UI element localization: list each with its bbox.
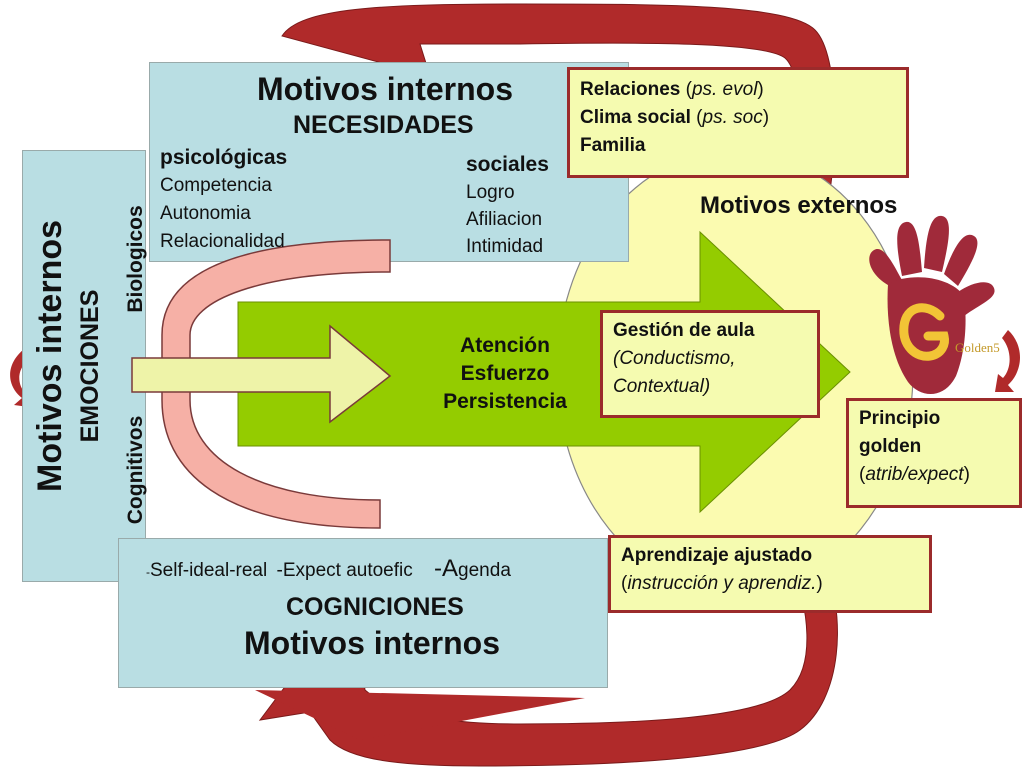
gestion-title: Gestión de aula xyxy=(613,320,755,341)
cogniciones-subtitle: COGNICIONES xyxy=(286,593,464,621)
relaciones-line-close: ) xyxy=(762,107,770,128)
aprendizaje-line: (instrucción y aprendiz.) xyxy=(621,570,919,598)
emociones-title: Motivos internos xyxy=(31,219,69,492)
externos-label: Motivos externos xyxy=(700,192,898,219)
gestion-line: Contextual) xyxy=(613,376,711,397)
principio-close: ) xyxy=(963,464,970,485)
golden5-label: Golden5 xyxy=(955,340,1000,355)
relaciones-line-open: ( xyxy=(690,107,703,128)
principio-line: Principio xyxy=(859,408,941,429)
relaciones-line: Familia xyxy=(580,132,896,160)
aprendizaje-italic: instrucción y aprendiz. xyxy=(627,573,817,594)
relaciones-line-close: ) xyxy=(757,79,764,100)
hand-logo-icon xyxy=(869,215,995,395)
cogniciones-panel xyxy=(118,538,608,688)
relaciones-line: Clima social (ps. soc) xyxy=(580,104,896,132)
center-line: Atención xyxy=(460,334,550,357)
list-item: Competencia xyxy=(160,175,272,196)
cogniciones-item-a: Self-ideal-real xyxy=(150,560,268,581)
aprendizaje-open: ( xyxy=(621,573,628,594)
relaciones-line-bold: Clima social xyxy=(580,107,691,128)
relaciones-line-open: ( xyxy=(680,79,692,100)
list-item: Afiliacion xyxy=(466,209,543,230)
gestion-line: (Conductismo, xyxy=(613,348,736,369)
aprendizaje-box: Aprendizaje ajustado (instrucción y apre… xyxy=(608,535,932,613)
principio-box: Principio golden (atrib/expect) xyxy=(846,398,1022,508)
list-item: Intimidad xyxy=(466,236,544,257)
principio-italic: atrib/expect xyxy=(865,464,964,485)
list-item: Logro xyxy=(466,182,515,203)
cogniciones-item-c-dash: -A xyxy=(434,555,459,582)
necesidades-subtitle: NECESIDADES xyxy=(293,111,474,139)
cognitivos-label: Cognitivos xyxy=(124,415,147,525)
cogniciones-item-b: -Expect autoefic xyxy=(276,560,413,581)
list-item: Relacionalidad xyxy=(160,231,285,252)
bottom-arrowhead xyxy=(255,690,585,740)
relaciones-line-bold: Familia xyxy=(580,135,646,156)
relaciones-line: Relaciones (ps. evol) xyxy=(580,76,896,104)
principio-line: (atrib/expect) xyxy=(859,461,1009,489)
cogniciones-item-c-rest: genda xyxy=(458,560,511,581)
principio-open: ( xyxy=(859,464,866,485)
list-item: Autonomia xyxy=(160,203,251,224)
cogniciones-line: -Self-ideal-real -Expect autoefic -Agend… xyxy=(146,556,511,585)
psicologicas-group: psicológicas Competencia Autonomia Relac… xyxy=(160,144,287,256)
sociales-group: sociales Logro Afiliacion Intimidad xyxy=(466,151,549,260)
cogniciones-title: Motivos internos xyxy=(244,625,501,661)
emociones-subtitle: EMOCIONES xyxy=(76,289,104,443)
necesidades-title: Motivos internos xyxy=(257,71,514,107)
sociales-heading: sociales xyxy=(466,153,549,176)
relaciones-box: Relaciones (ps. evol) Clima social (ps. … xyxy=(567,67,909,178)
center-line: Persistencia xyxy=(443,390,567,413)
right-cycle-arrow xyxy=(995,330,1020,392)
emociones-panel xyxy=(22,150,146,582)
relaciones-line-italic: ps. soc xyxy=(702,107,763,128)
aprendizaje-close: ) xyxy=(816,573,823,594)
relaciones-line-bold: Relaciones xyxy=(580,79,681,100)
center-line: Esfuerzo xyxy=(460,362,550,385)
center-text: Atención Esfuerzo Persistencia xyxy=(420,332,590,416)
aprendizaje-title: Aprendizaje ajustado xyxy=(621,545,813,566)
cogniciones-line-prefix: - xyxy=(146,565,150,579)
input-arrow xyxy=(131,324,392,424)
gestion-box: Gestión de aula (Conductismo, Contextual… xyxy=(600,310,820,418)
principio-line: golden xyxy=(859,436,922,457)
psicologicas-heading: psicológicas xyxy=(160,146,288,169)
biologicos-label: Biologicos xyxy=(124,205,147,313)
relaciones-line-italic: ps. evol xyxy=(691,79,758,100)
